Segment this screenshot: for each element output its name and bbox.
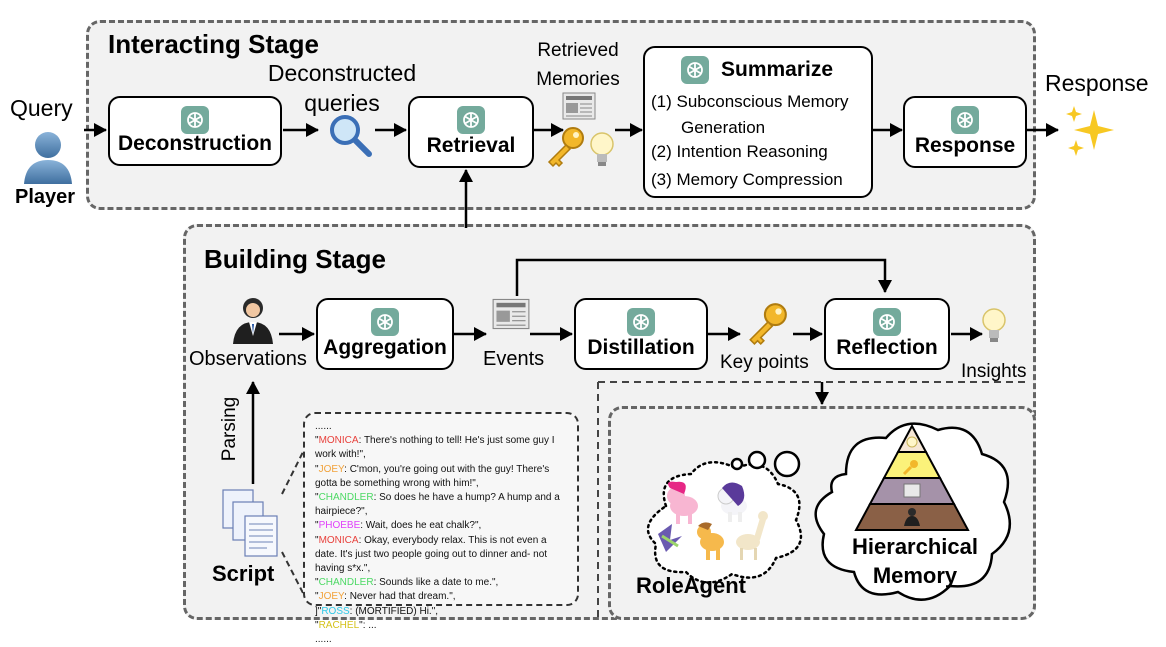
script-speaker: CHANDLER [318,577,374,589]
script-text: : Wait, does he eat chalk?", [360,520,482,532]
thought-cloud-icon [646,450,802,584]
response-box: Response [903,96,1027,168]
interacting-stage-title: Interacting Stage [108,29,319,59]
script-line: work with!", [315,449,366,461]
script-line: "MONICA: There's nothing to tell! He's j… [315,435,555,447]
key-icon [547,127,584,168]
script-line: ...... [315,421,332,432]
openai-logo-icon [371,308,399,336]
script-text: : There's nothing to tell! He's just som… [358,435,555,447]
script-line: hairpiece?", [315,506,368,518]
reflection-label: Reflection [836,336,938,359]
script-line: "JOEY: Never had that dream.", [315,591,456,603]
sparkles-icon [1066,106,1114,156]
script-speaker: MONICA [318,534,359,546]
building-stage-title: Building Stage [204,244,386,274]
script-text: : C'mon, you're going out with the guy! … [344,463,550,475]
script-lines: ...... "MONICA: There's nothing to tell! … [315,420,567,647]
script-line: "MONICA: Okay, everybody relax. This is … [315,534,547,546]
script-label: Script [212,561,275,586]
reflection-box: Reflection [824,298,950,370]
distillation-label: Distillation [587,336,695,359]
openai-logo-icon [181,106,209,134]
openai-logo-icon [951,106,979,134]
lightbulb-icon [982,308,1006,342]
aggregation-label: Aggregation [323,336,447,359]
script-line: "PHOEBE: Wait, does he eat chalk?", [315,520,482,532]
script-speaker: PHOEBE [318,520,361,532]
script-speaker: ROSS [321,605,350,617]
summarize-item: (3) Memory Compression [651,170,843,189]
summarize-title: Summarize [721,58,834,81]
script-speaker: MONICA [318,435,359,447]
response-label: Response [914,134,1016,157]
insights-label: Insights [961,361,1027,382]
observations-label: Observations [189,348,307,370]
lightbulb-icon [590,132,614,166]
retrieved-memories-label: Retrieved Memories [536,40,620,90]
script-line: ]"ROSS: (MORTIFIED) Hi.", [315,605,439,617]
script-line: date. It's just two people going out to … [315,548,548,560]
key-points-label: Key points [720,352,809,373]
script-line: "CHANDLER: Sounds like a date to me.", [315,577,499,589]
summarize-item: (2) Intention Reasoning [651,142,828,161]
script-speaker: CHANDLER [318,492,374,504]
role-agent-label: RoleAgent [636,573,746,598]
player-label: Player [15,186,76,208]
newspaper-icon [492,298,530,330]
response-output-label: Response [1045,70,1149,96]
script-line: having s*x.", [315,563,371,575]
script-speaker: JOEY [318,591,345,603]
script-text: : (MORTIFIED) Hi.", [349,605,439,617]
magnifier-icon [330,115,372,157]
script-text: : Never had that dream.", [344,591,456,603]
key-icon [749,303,787,346]
summarize-item: Generation [681,118,766,137]
script-line: "RACHEL": ... [315,619,377,631]
deconstruction-box: Deconstruction [108,96,282,166]
newspaper-icon [562,92,596,120]
retrieval-label: Retrieval [426,134,516,157]
openai-logo-icon [681,56,709,84]
summarize-box: Summarize (1) Subconscious Memory Genera… [643,46,873,198]
script-text: : So does he have a hump? A hump and a [373,492,560,504]
hierarchical-memory-label: Hierarchical Memory [852,534,978,588]
script-line: gotta be something wrong with him!", [315,477,479,489]
script-excerpt: ...... "MONICA: There's nothing to tell! … [303,412,579,645]
deconstructed-queries-label: Deconstructed queries [267,60,417,116]
parsing-label: Parsing [219,396,241,462]
events-label: Events [483,348,545,370]
deconstruction-label: Deconstruction [117,132,272,155]
script-line: ...... [315,634,332,646]
openai-logo-icon [873,308,901,336]
script-line: "JOEY: C'mon, you're going out with the … [315,463,550,475]
retrieval-box: Retrieval [408,96,534,168]
businessman-icon [233,298,273,344]
script-text: : Sounds like a date to me.", [373,577,499,589]
script-speaker: RACHEL [318,619,360,631]
documents-icon [222,489,278,557]
query-label: Query [10,95,73,121]
openai-logo-icon [457,106,485,134]
script-text: : Okay, everybody relax. This is not eve… [358,534,547,546]
distillation-box: Distillation [574,298,708,370]
script-line: "CHANDLER: So does he have a hump? A hum… [315,492,560,504]
script-text: ": ... [359,619,377,631]
summarize-item: (1) Subconscious Memory [651,92,849,111]
user-silhouette-icon [24,132,72,184]
openai-logo-icon [627,308,655,336]
script-speaker: JOEY [318,463,345,475]
pyramid-icon [854,424,970,531]
pony-characters-icon [658,481,768,560]
aggregation-box: Aggregation [316,298,454,370]
